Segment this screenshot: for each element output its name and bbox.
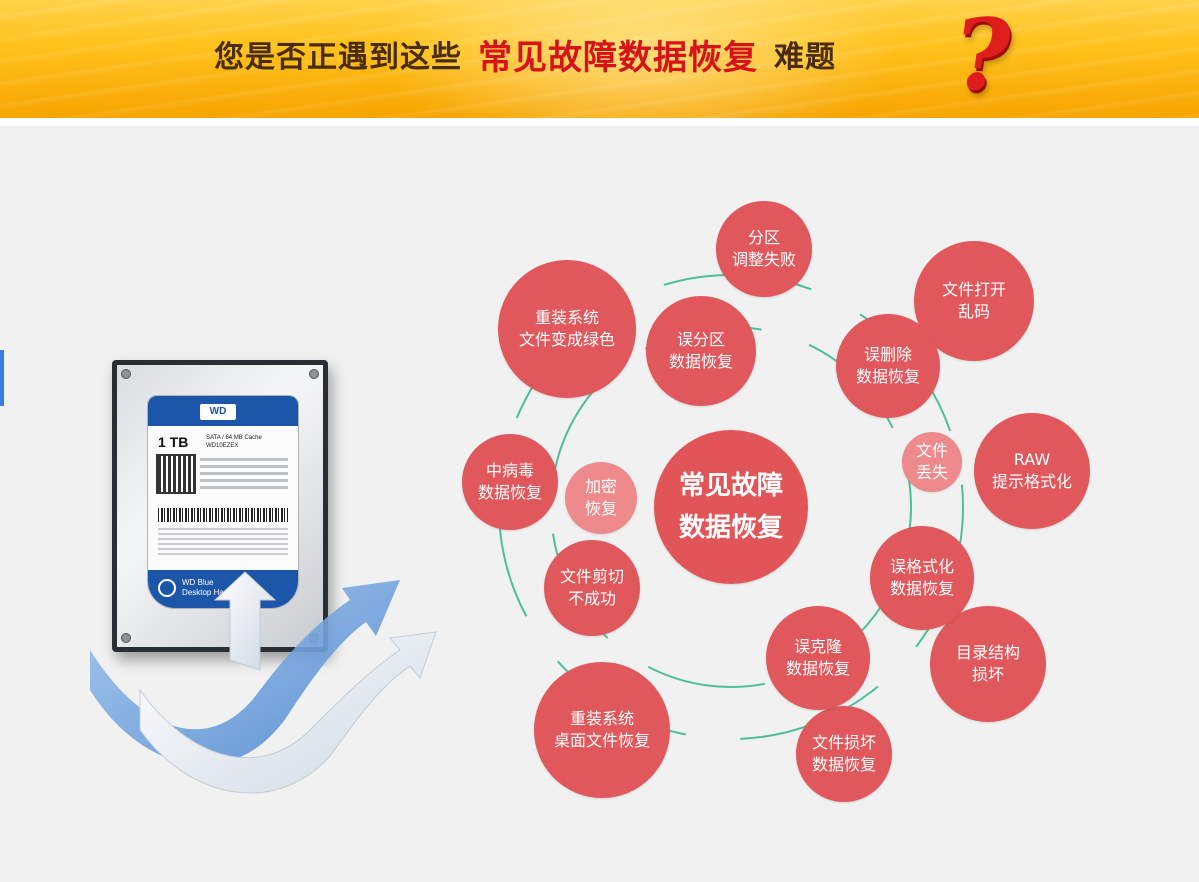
barcode-icon (158, 508, 288, 522)
qr-code-icon (156, 454, 196, 494)
label-header: WD (148, 396, 298, 426)
center-bubble: 常见故障 数据恢复 (654, 430, 808, 584)
series-name: WD Blue (182, 578, 214, 587)
screw-icon (121, 633, 131, 643)
globe-icon (158, 579, 176, 597)
bubble-mis-delete[interactable]: 误删除 数据恢复 (836, 314, 940, 418)
banner-glow (380, 0, 900, 118)
label-text-lines (200, 458, 288, 493)
drive-capacity: 1 TB (158, 434, 189, 450)
series-block: WD Blue Desktop Hard Drive (182, 578, 252, 598)
drive-label: WD 1 TB SATA / 64 MB Cache WD10EZEX WD B… (147, 395, 299, 609)
bubble-reinstall-green[interactable]: 重装系统 文件变成绿色 (498, 260, 636, 398)
bubble-reinstall-desktop[interactable]: 重装系统 桌面文件恢复 (534, 662, 670, 798)
drive-model-block: SATA / 64 MB Cache WD10EZEX (206, 434, 262, 450)
screw-icon (309, 369, 319, 379)
bubble-file-damage[interactable]: 文件损坏 数据恢复 (796, 706, 892, 802)
label-footer: WD Blue Desktop Hard Drive (148, 570, 298, 608)
bubble-virus-recovery[interactable]: 中病毒 数据恢复 (462, 434, 558, 530)
bubble-cut-failed[interactable]: 文件剪切 不成功 (544, 540, 640, 636)
screw-icon (121, 369, 131, 379)
header-banner: 您是否正遇到这些 常见故障数据恢复 难题 ? (0, 0, 1199, 118)
header-divider (0, 118, 1199, 126)
drive-model: WD10EZEX (206, 443, 239, 449)
bubble-encrypt-recovery[interactable]: 加密 恢复 (565, 462, 637, 534)
hard-drive-image: WD 1 TB SATA / 64 MB Cache WD10EZEX WD B… (112, 360, 328, 652)
side-tab[interactable] (0, 350, 4, 406)
label-fine-print (158, 528, 288, 558)
drive-model-line: SATA / 64 MB Cache (206, 435, 262, 441)
swoosh-arrows-icon (90, 571, 437, 794)
bubble-file-lost[interactable]: 文件 丢失 (902, 432, 962, 492)
series-subtitle: Desktop Hard Drive (182, 588, 252, 597)
fault-recovery-diagram: 常见故障 数据恢复 分区 调整失败 文件打开 乱码 RAW 提示格式化 目录结构… (440, 190, 1160, 830)
headline-highlight: 常见故障数据恢复 (478, 37, 758, 78)
bubble-mis-format[interactable]: 误格式化 数据恢复 (870, 526, 974, 630)
bubble-raw-format[interactable]: RAW 提示格式化 (974, 413, 1090, 529)
bubble-partition-adjust[interactable]: 分区 调整失败 (716, 201, 812, 297)
headline-suffix: 难题 (774, 40, 836, 75)
bubble-directory-damage[interactable]: 目录结构 损坏 (930, 606, 1046, 722)
banner-headline: 您是否正遇到这些 常见故障数据恢复 难题 (214, 31, 836, 78)
headline-prefix: 您是否正遇到这些 (214, 40, 462, 75)
bubble-mis-partition[interactable]: 误分区 数据恢复 (646, 296, 756, 406)
wd-logo: WD (200, 404, 236, 420)
bubble-mis-clone[interactable]: 误克隆 数据恢复 (766, 606, 870, 710)
